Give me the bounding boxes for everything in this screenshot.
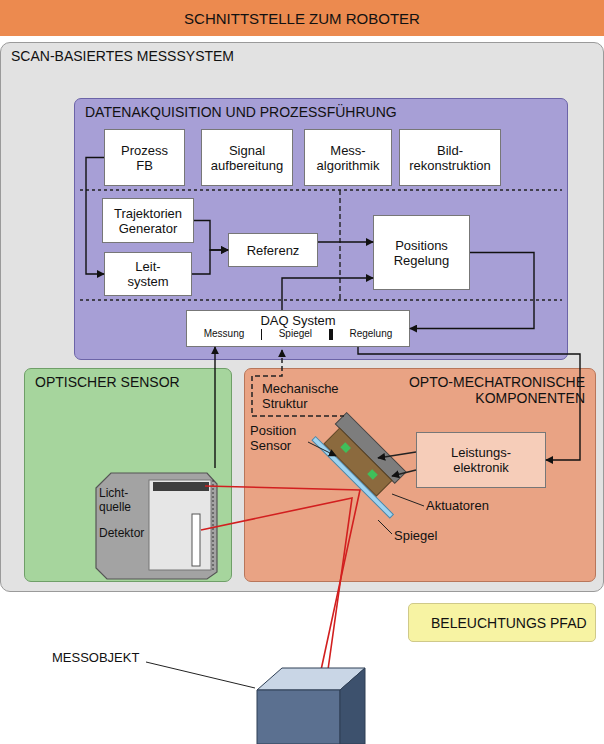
part-label: Position Sensor [250,423,308,453]
box-label: Leit- system [126,259,170,289]
label-holder: Mechanische Struktur [262,381,350,411]
mirror-signal [252,350,344,416]
port-row: Messung Spiegel Regelung [187,328,409,340]
part-label: Spiegel [394,528,454,543]
box-label: Mess- algorithmik [310,143,386,173]
box-label: Signal aufbereitung [207,143,287,173]
port-separator [261,329,262,340]
process-box: Mess- algorithmik [304,129,392,186]
label-holder: Position Sensor [250,423,308,453]
controller-box: Positions Regelung [373,215,470,290]
device-label: Detektor [99,526,144,540]
process-box: Leit- system [104,252,192,296]
object-side [340,668,365,744]
daq-panel: DATENAKQUISITION UND PROZESSFÜHRUNG Proze… [74,98,568,360]
panel-title: BELEUCHTUNGS PFAD [431,615,587,631]
sensor-panel: OPTISCHER SENSOR Licht- quelleDetektor [24,368,232,582]
leader-line [146,662,255,688]
process-box: Referenz [228,233,318,267]
box-label: Bild- rekonstruktion [405,143,495,173]
separator [80,189,562,190]
label-holder: Spiegel [394,528,454,543]
light-beam [201,498,352,684]
mirror-assembly [312,409,421,518]
device-label: Licht- quelle [99,486,147,514]
sensor-device: Licht- quelleDetektor [95,468,219,580]
connector [86,158,104,275]
part-label: MESSOBJEKT [52,650,148,665]
port-label: Spiegel [279,328,312,340]
box-label: Prozess FB [117,143,173,173]
wire [378,452,416,458]
panel-title: OPTISCHER SENSOR [35,374,221,390]
separator [80,299,562,300]
box-label: Positions Regelung [386,238,458,268]
wire [392,470,416,476]
port-separator [329,329,333,340]
connector [318,241,373,242]
light-beam [205,486,360,684]
part-label: Aktuatoren [426,498,506,513]
interface-band: SCHNITTSTELLE ZUM ROBOTER [0,0,604,36]
process-box: Prozess FB [104,129,185,186]
illumination-band: BELEUCHTUNGS PFAD [408,603,596,642]
connector [358,347,580,460]
process-box: Trajektorien Generator [102,198,194,243]
label-holder: MESSOBJEKT [52,650,148,665]
connector [194,221,228,251]
box-label: Trajektorien Generator [108,206,188,236]
node-title: DAQ System [187,313,409,328]
panel-title: SCHNITTSTELLE ZUM ROBOTER [184,10,420,27]
power-electronics-box: Leistungs- elektronik [416,432,546,488]
leader-line [378,520,392,534]
panel-title: SCAN-BASIERTES MESSSYSTEM [11,48,593,64]
object-front [257,690,340,744]
port-label: Messung [204,328,245,340]
panel-title: OPTO-MECHATRONISCHE KOMPONENTEN [365,374,585,406]
connector [214,347,215,468]
daq-box: DAQ SystemMessung Spiegel Regelung [186,310,410,347]
part-label: Mechanische Struktur [262,381,350,411]
separator [339,190,340,300]
system-panel: SCAN-BASIERTES MESSSYSTEM DATENAKQUISITIO… [0,42,604,592]
device-outline [95,468,219,580]
leader-line [392,494,424,506]
box-label: Referenz [247,243,300,258]
panel-title: DATENAKQUISITION UND PROZESSFÜHRUNG [85,104,557,120]
label-holder: Aktuatoren [426,498,506,513]
wire [308,442,336,456]
process-box: Signal aufbereitung [201,129,293,186]
connector [410,253,534,329]
connector [282,278,373,310]
box-label: Leistungs- elektronik [439,445,523,475]
connector [192,250,228,274]
process-box: Bild- rekonstruktion [399,129,501,186]
port-label: Regelung [349,328,392,340]
